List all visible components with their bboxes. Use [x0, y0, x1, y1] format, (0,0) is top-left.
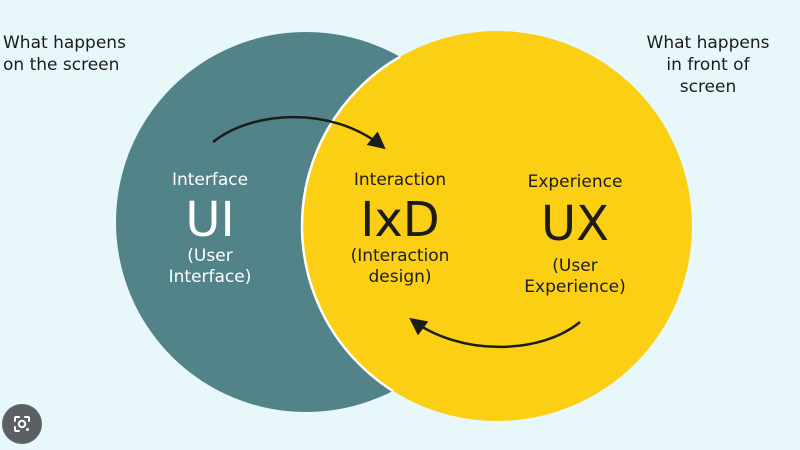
ui-abbr: UI — [185, 192, 235, 248]
ixd-full: (Interaction design) — [350, 246, 450, 288]
ui-full: (User Interface) — [168, 246, 252, 288]
right-note: What happens in front of screen — [646, 33, 770, 98]
lens-icon — [14, 416, 30, 432]
arrow-ui-to-ixd — [212, 115, 386, 150]
ixd-heading: Interaction — [353, 170, 447, 190]
ixd-abbr: IxD — [360, 192, 440, 248]
lens-button[interactable] — [2, 404, 42, 444]
left-note: What happens on the screen — [3, 33, 126, 76]
ui-heading: Interface — [171, 170, 249, 190]
arrow-ux-to-ixd — [409, 317, 581, 349]
overlap-outline — [300, 32, 496, 412]
ux-full: (User Experience) — [524, 256, 626, 298]
ux-abbr: UX — [540, 196, 609, 252]
ux-heading: Experience — [527, 172, 623, 192]
ux-circle — [302, 31, 692, 421]
